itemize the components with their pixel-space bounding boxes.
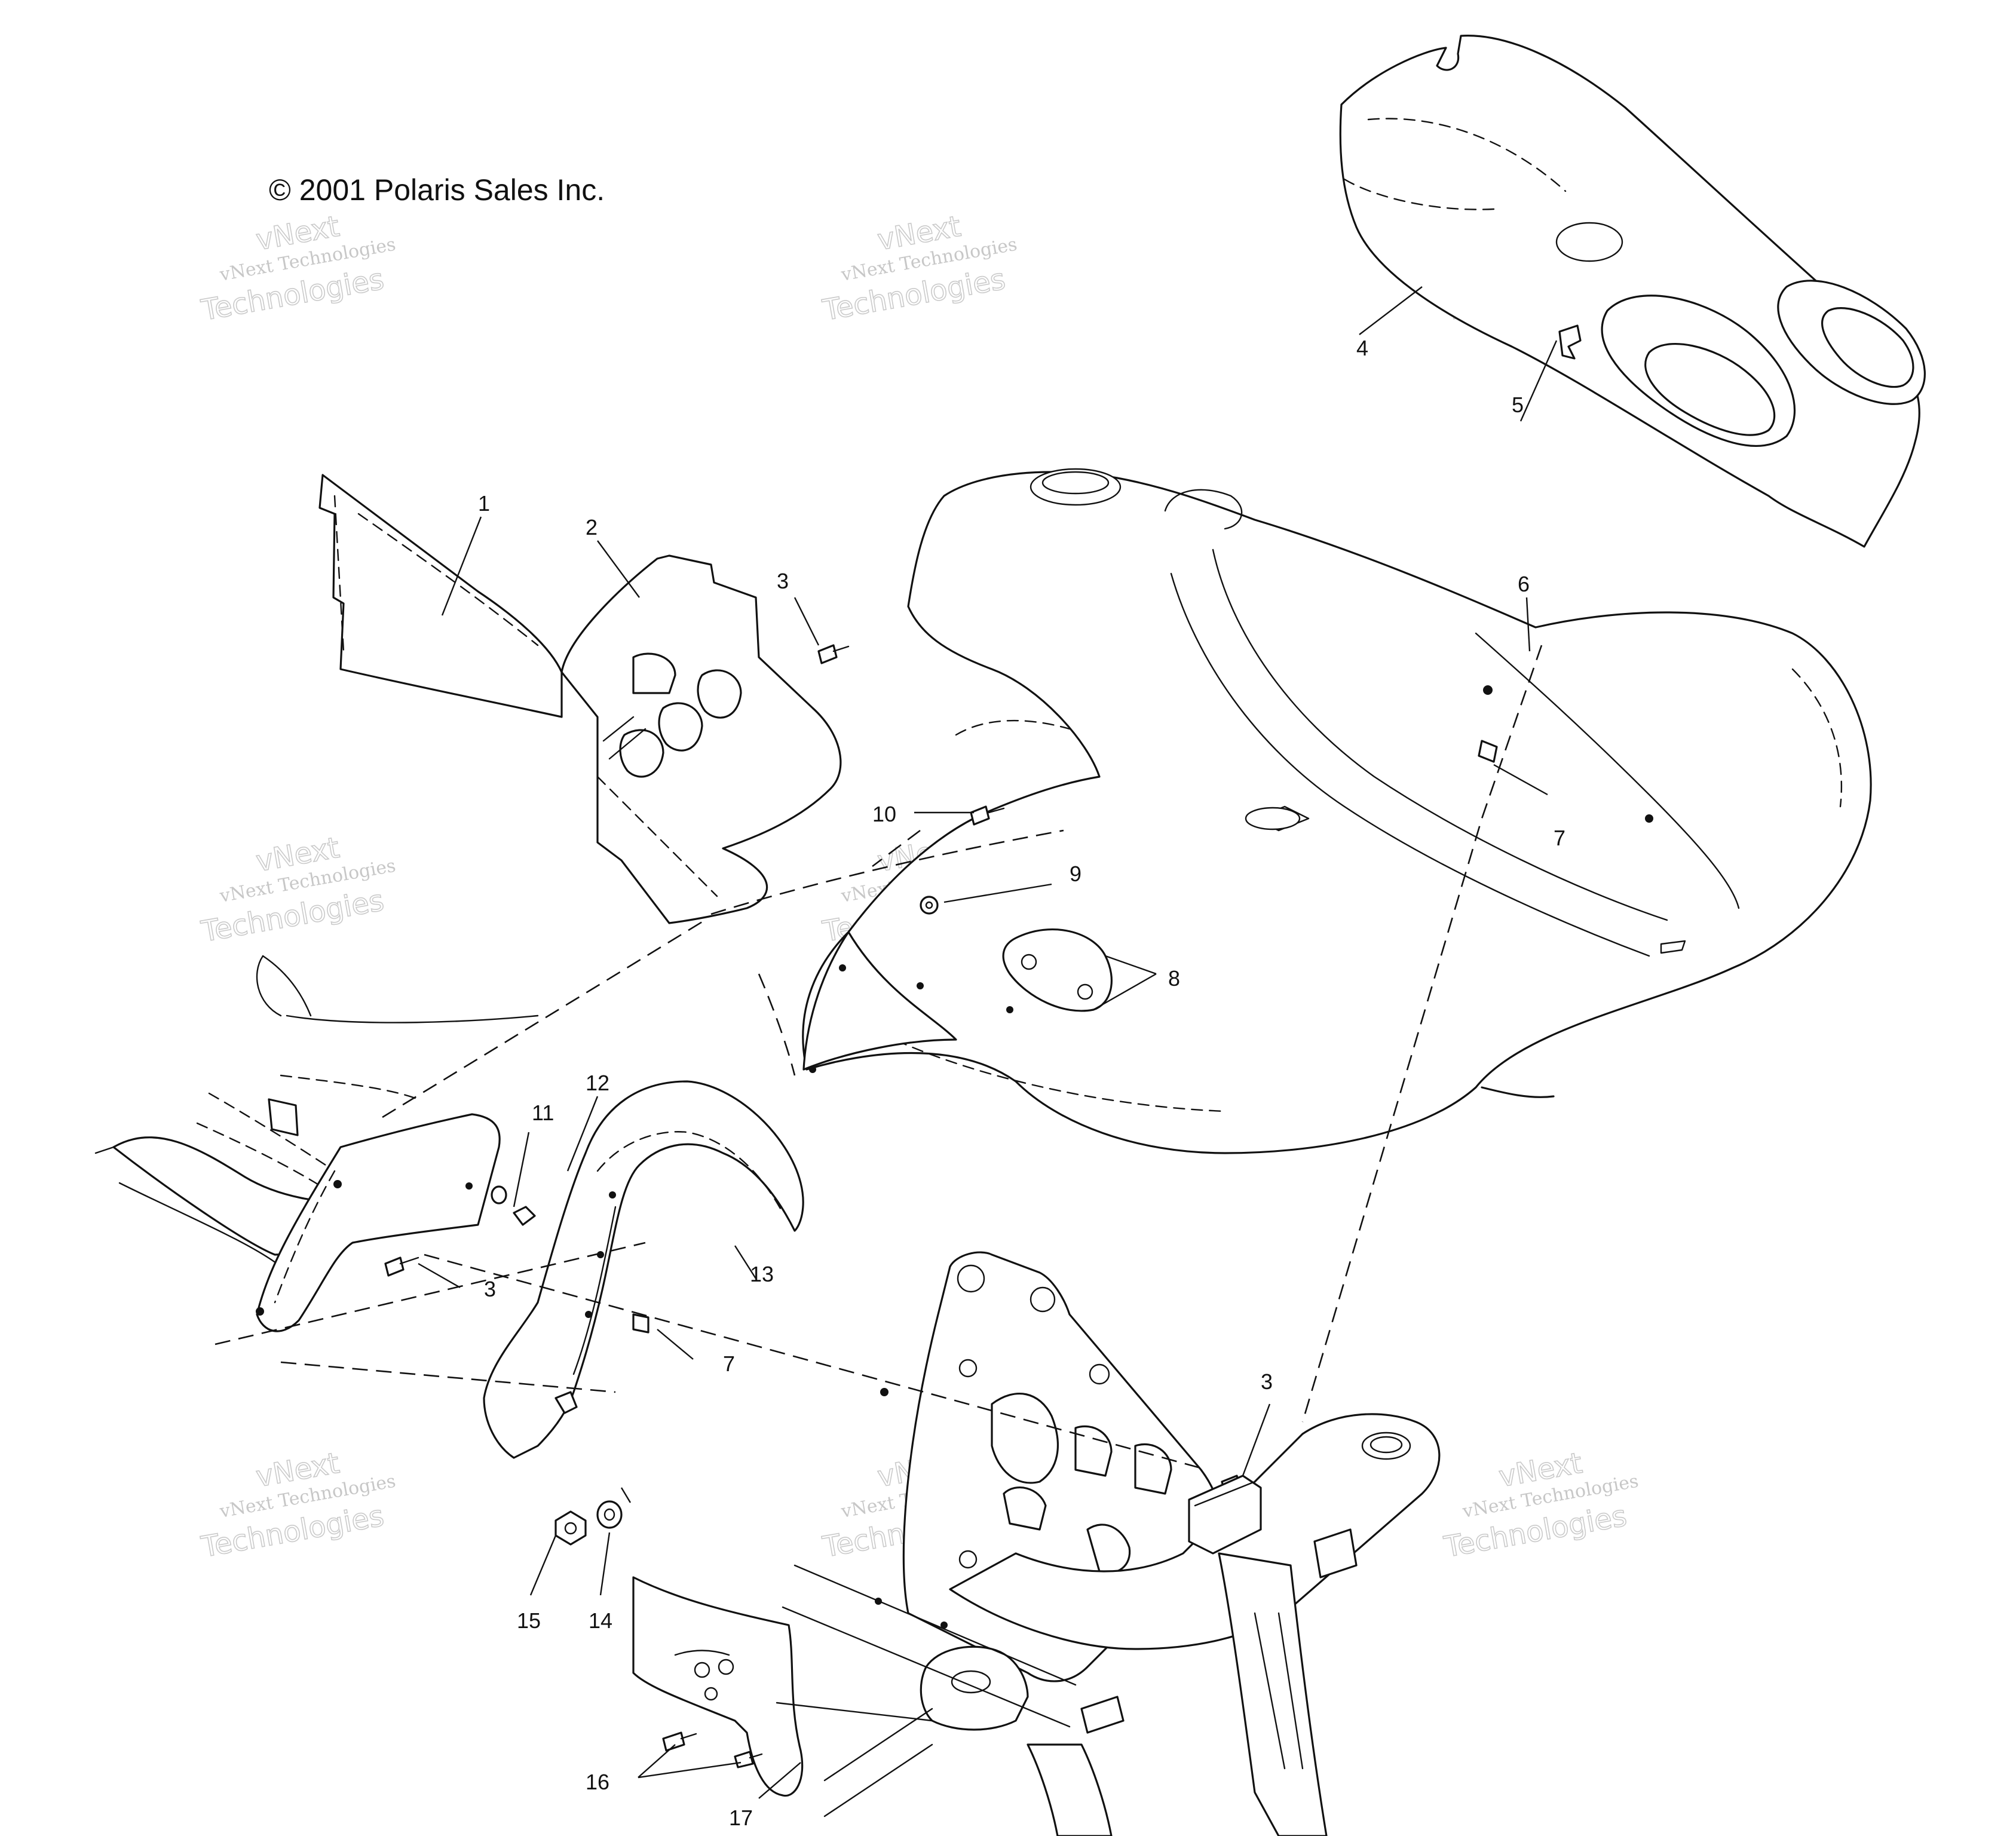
watermark: vNext vNext Technologies Technologies (198, 209, 397, 328)
watermark: vNext vNext Technologies Technologies (1441, 1446, 1640, 1565)
leader-lines (418, 286, 1558, 1799)
callout-1: 1 (478, 491, 490, 516)
callout-11: 11 (532, 1101, 554, 1125)
callout-3: 3 (777, 569, 789, 593)
part-16-screws (662, 1731, 763, 1768)
copyright-text: © 2001 Polaris Sales Inc. (269, 173, 605, 207)
callout-8: 8 (1168, 966, 1180, 991)
callout-5: 5 (1512, 393, 1524, 417)
callout-7: 7 (1554, 826, 1565, 850)
part-1-side-panel (318, 474, 563, 718)
callout-3-frame: 3 (1261, 1369, 1273, 1394)
callout-7-left: 7 (723, 1351, 735, 1376)
callout-4: 4 (1356, 336, 1368, 360)
part-13-fender-flare (483, 1080, 804, 1459)
callout-13: 13 (750, 1262, 774, 1286)
callout-14: 14 (589, 1608, 612, 1633)
callout-15: 15 (517, 1608, 541, 1633)
part-5-clip (1558, 324, 1582, 360)
part-6-main-fender (802, 468, 1872, 1154)
callout-10: 10 (872, 802, 896, 826)
callout-17: 17 (729, 1806, 753, 1830)
part-left-splash (256, 1113, 501, 1332)
callout-2: 2 (586, 515, 598, 540)
watermark: vNext vNext Technologies Technologies (198, 830, 397, 949)
callout-16: 16 (586, 1770, 609, 1794)
part-14-15-nut-washer (554, 1500, 623, 1546)
watermark: vNext vNext Technologies Technologies (820, 209, 1019, 328)
part-2-footwell (560, 554, 842, 924)
frame (776, 1251, 1441, 1836)
callouts: 1 2 3 4 5 6 7 10 9 8 12 11 3 13 7 3 15 1… (478, 336, 1565, 1830)
callout-3-left: 3 (484, 1277, 496, 1301)
alignment-lines (215, 645, 1543, 1471)
hardware (384, 644, 1498, 1495)
part-4-rear-cover (1339, 35, 1926, 548)
callout-9: 9 (1070, 862, 1081, 886)
callout-6: 6 (1518, 572, 1530, 596)
watermark: vNext vNext Technologies Technologies (198, 1446, 397, 1565)
callout-12: 12 (586, 1071, 609, 1095)
part-17-mud-flap (632, 1576, 804, 1797)
